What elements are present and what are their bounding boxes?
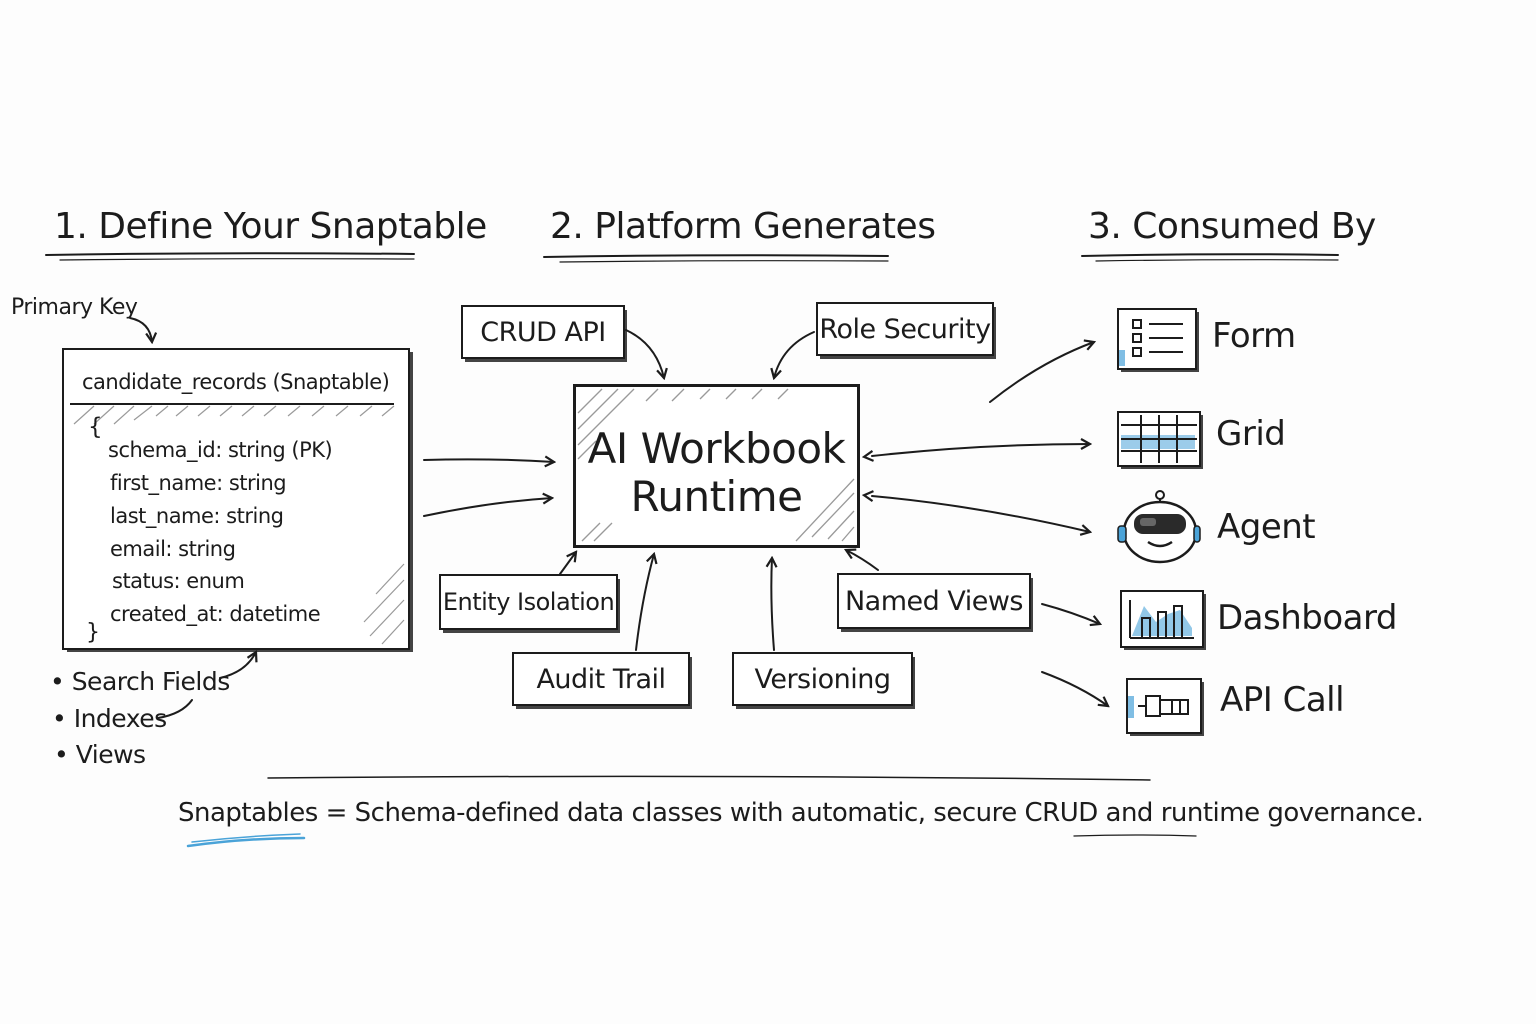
bullet-views: • Views <box>54 740 146 769</box>
caption: Snaptables = Schema-defined data classes… <box>178 798 1424 828</box>
arrow-schema-runtime-1 <box>423 459 554 462</box>
consumer-label-grid: Grid <box>1216 414 1286 454</box>
underline-consumed <box>1081 253 1339 257</box>
schema-title-divider <box>70 403 394 405</box>
heading-consumed: 3. Consumed By <box>1088 206 1376 247</box>
arrow-agent <box>872 496 1090 532</box>
heading-generates: 2. Platform Generates <box>550 206 936 247</box>
dashboard-icon <box>1120 590 1204 648</box>
close-brace: } <box>86 620 100 645</box>
open-brace: { <box>88 414 103 440</box>
schema-field: created_at: datetime <box>110 602 321 626</box>
feature-versioning: Versioning <box>732 652 913 706</box>
bullet-search-fields: • Search Fields <box>50 667 230 696</box>
schema-field: first_name: string <box>110 471 287 495</box>
curve-indexes <box>157 699 193 719</box>
arrow-crud <box>625 329 664 378</box>
bullet-indexes: • Indexes <box>52 704 167 733</box>
schema-field: last_name: string <box>110 504 284 528</box>
heading-define: 1. Define Your Snaptable <box>54 206 487 247</box>
feature-entity-isolation: Entity Isolation <box>439 574 618 630</box>
arrow-grid <box>872 444 1090 456</box>
underline-define-2 <box>59 258 415 261</box>
schema-field: email: string <box>110 537 236 561</box>
snaptable-title: candidate_records (Snaptable) <box>82 370 390 394</box>
caption-term: Snaptables <box>178 798 318 828</box>
plug-icon <box>1126 678 1202 734</box>
underline-generates <box>543 254 889 258</box>
arrow-versioning <box>771 558 774 651</box>
underline-governance <box>1073 834 1197 837</box>
arrow-role <box>774 331 815 378</box>
underline-consumed-2 <box>1095 259 1339 262</box>
arrow-form <box>989 342 1094 403</box>
feature-named-views: Named Views <box>837 573 1031 629</box>
caption-definition: = Schema-defined data classes with autom… <box>317 798 1424 828</box>
feature-role-security: Role Security <box>816 302 994 356</box>
schema-hatching <box>73 405 405 645</box>
arrow-named-views <box>846 550 879 571</box>
robot-icon <box>1112 490 1202 570</box>
arrow-schema-runtime-2 <box>423 498 552 517</box>
grid-icon <box>1117 411 1201 467</box>
underline-generates-2 <box>559 260 889 263</box>
feature-crud-api: CRUD API <box>461 305 625 359</box>
consumer-label-api-call: API Call <box>1220 680 1345 720</box>
consumer-label-dashboard: Dashboard <box>1217 598 1397 638</box>
underline-snaptables <box>186 836 306 848</box>
arrow-search-fields <box>219 652 256 679</box>
primary-key-label: Primary Key <box>11 295 138 320</box>
runtime-title-line2: Runtime <box>630 472 803 521</box>
arrow-audit <box>635 554 654 651</box>
consumer-label-form: Form <box>1212 316 1296 356</box>
feature-audit-trail: Audit Trail <box>512 652 690 706</box>
runtime-box: AI Workbook Runtime <box>573 384 860 548</box>
underline-snaptables-2 <box>191 833 301 843</box>
form-icon <box>1117 308 1197 370</box>
arrow-entity <box>559 552 576 575</box>
runtime-title-line1: AI Workbook <box>587 424 846 473</box>
arrow-api-call <box>1041 671 1108 706</box>
arrow-primary-key <box>129 317 152 342</box>
consumer-label-agent: Agent <box>1217 507 1316 547</box>
runtime-title: AI Workbook Runtime <box>576 425 857 521</box>
schema-field: schema_id: string (PK) <box>108 438 333 462</box>
underline-define <box>45 252 415 256</box>
arrow-dashboard <box>1041 603 1100 624</box>
schema-field: status: enum <box>112 569 245 593</box>
runtime-hatching <box>577 388 855 542</box>
snaptable-schema-box: candidate_records (Snaptable) { schema_i… <box>62 348 410 650</box>
caption-divider <box>267 775 1151 781</box>
